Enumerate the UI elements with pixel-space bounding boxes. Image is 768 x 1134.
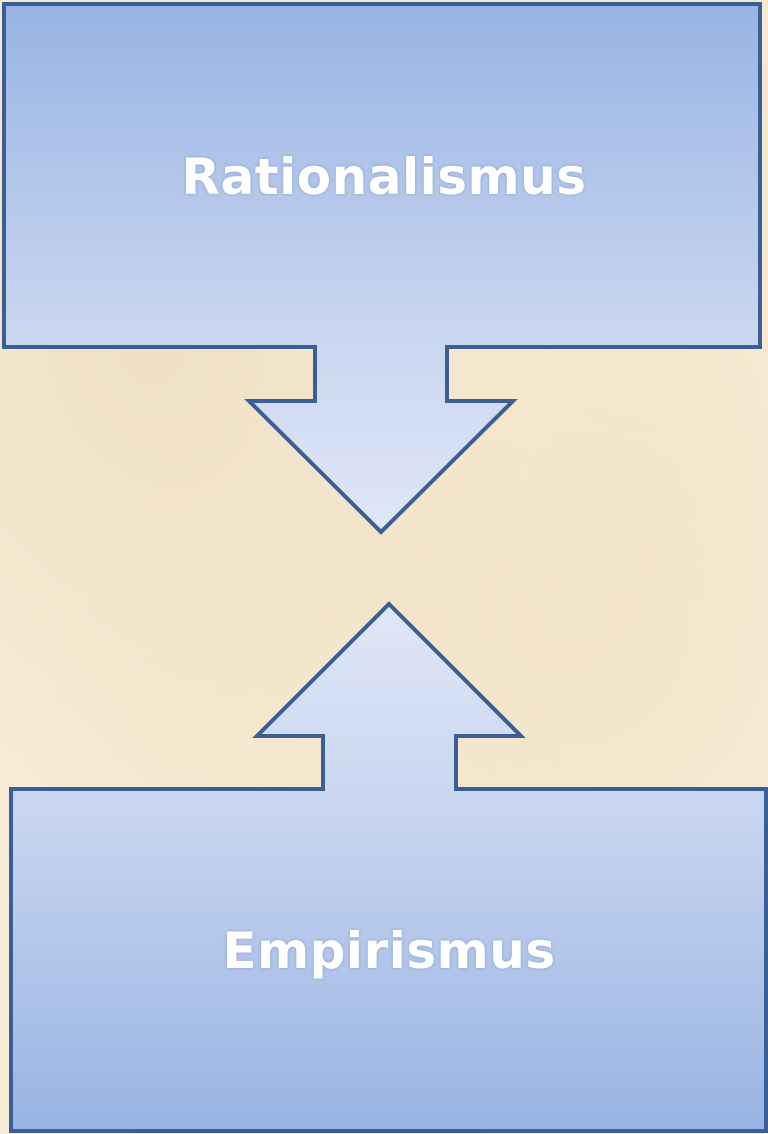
empirismus-label: Empirismus bbox=[222, 922, 556, 980]
top-box-arrow-shape bbox=[2, 2, 762, 535]
rationalismus-label: Rationalismus bbox=[181, 148, 587, 206]
bottom-box-arrow-shape bbox=[9, 601, 768, 1133]
